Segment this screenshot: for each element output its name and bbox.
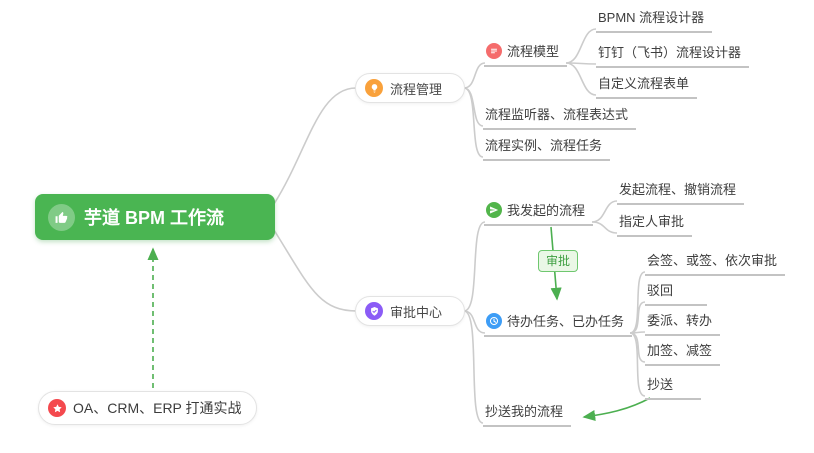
tag-label: 审批	[546, 254, 571, 268]
node-label: 流程实例、流程任务	[485, 138, 603, 153]
node-label: 驳回	[647, 283, 674, 298]
node-label: 我发起的流程	[507, 203, 586, 218]
root-node[interactable]: 芋道 BPM 工作流	[35, 194, 275, 240]
branch-label: 流程管理	[390, 81, 443, 97]
branch-label: 审批中心	[390, 304, 443, 320]
node-label: 委派、转办	[647, 313, 713, 328]
clock-icon	[486, 312, 502, 329]
node-instance-task[interactable]: 流程实例、流程任务	[483, 134, 611, 161]
branch-process-management[interactable]: 流程管理	[355, 73, 465, 103]
node-label: 待办任务、已办任务	[507, 314, 625, 329]
branch-approval-center[interactable]: 审批中心	[355, 296, 465, 326]
node-my-initiated[interactable]: 我发起的流程	[484, 199, 594, 226]
node-cc[interactable]: 抄送	[645, 373, 701, 400]
send-icon	[486, 201, 502, 218]
node-label: 流程模型	[507, 44, 560, 59]
star-icon	[48, 399, 66, 417]
process-model-icon	[486, 42, 502, 59]
approval-badge-icon	[365, 302, 383, 320]
node-delegate-transfer[interactable]: 委派、转办	[645, 309, 721, 336]
node-label: 自定义流程表单	[598, 76, 690, 91]
lightbulb-icon	[365, 79, 383, 97]
node-assign-approver[interactable]: 指定人审批	[617, 210, 693, 237]
root-label: 芋道 BPM 工作流	[84, 208, 225, 228]
node-ding-designer[interactable]: 钉钉（飞书）流程设计器	[596, 41, 750, 68]
node-label: 加签、减签	[647, 343, 713, 358]
node-initiate-cancel[interactable]: 发起流程、撤销流程	[617, 178, 745, 205]
node-label: 会签、或签、依次审批	[647, 253, 778, 268]
approval-relation-tag[interactable]: 审批	[538, 250, 579, 272]
note-integration[interactable]: OA、CRM、ERP 打通实战	[38, 391, 257, 425]
node-reject[interactable]: 驳回	[645, 279, 707, 306]
node-listener-expression[interactable]: 流程监听器、流程表达式	[483, 103, 637, 130]
tree-connectors	[273, 28, 646, 424]
node-todo-done[interactable]: 待办任务、已办任务	[484, 310, 633, 337]
node-label: 钉钉（飞书）流程设计器	[598, 45, 742, 60]
thumbs-up-icon	[48, 203, 75, 231]
node-add-reduce-sign[interactable]: 加签、减签	[645, 339, 721, 366]
node-label: BPMN 流程设计器	[598, 10, 705, 25]
node-process-model[interactable]: 流程模型	[484, 40, 568, 67]
node-custom-form[interactable]: 自定义流程表单	[596, 72, 698, 99]
node-label: 流程监听器、流程表达式	[485, 107, 629, 122]
note-label: OA、CRM、ERP 打通实战	[73, 400, 242, 416]
node-cc-my-process[interactable]: 抄送我的流程	[483, 400, 572, 427]
cc-relation-arrow	[582, 397, 651, 422]
node-label: 发起流程、撤销流程	[619, 182, 737, 197]
node-bpmn-designer[interactable]: BPMN 流程设计器	[596, 6, 713, 33]
node-label: 指定人审批	[619, 214, 685, 229]
node-countersign[interactable]: 会签、或签、依次审批	[645, 249, 786, 276]
node-label: 抄送	[647, 377, 674, 392]
node-label: 抄送我的流程	[485, 404, 564, 419]
